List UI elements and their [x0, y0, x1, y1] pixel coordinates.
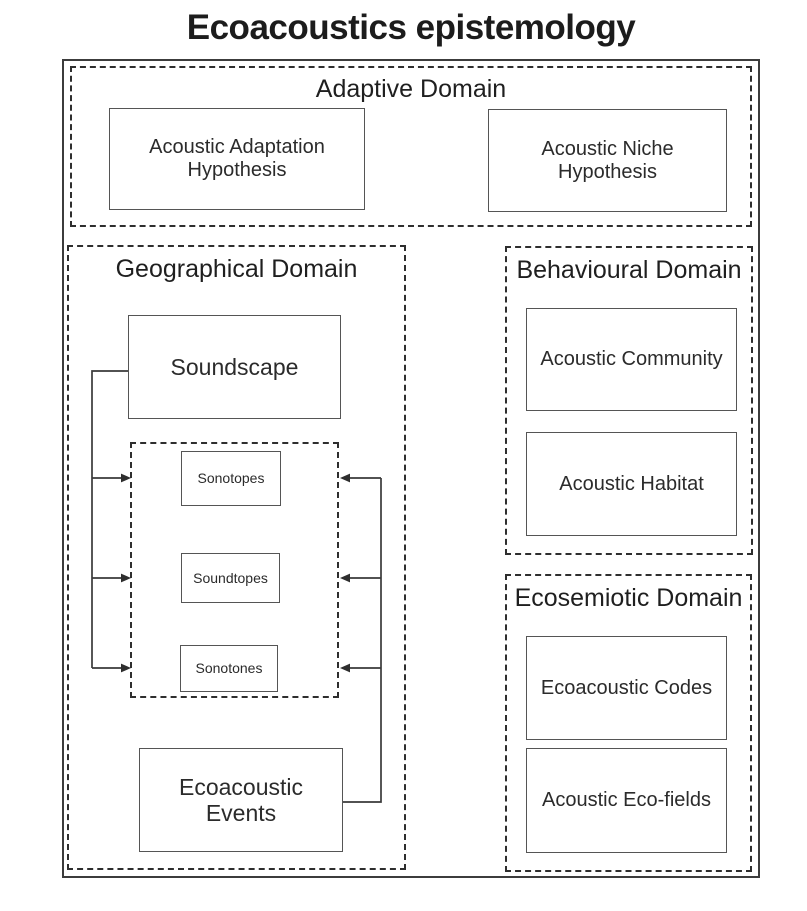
box-sonotopes: Sonotopes — [181, 451, 281, 506]
adaptive-domain-container: Adaptive Domain — [70, 66, 752, 227]
box-ecoacoustic-codes: Ecoacoustic Codes — [526, 636, 727, 740]
box-soundscape: Soundscape — [128, 315, 341, 419]
page-title: Ecoacoustics epistemology — [186, 8, 636, 47]
ecosemiotic-domain-container: Ecosemiotic Domain — [505, 574, 752, 872]
behavioural-domain-label: Behavioural Domain — [516, 256, 742, 284]
geographical-domain-container: Geographical Domain — [67, 245, 406, 870]
box-acoustic-community: Acoustic Community — [526, 308, 737, 411]
sonotope-group-container — [130, 442, 339, 698]
box-acoustic-niche-hypothesis: Acoustic Niche Hypothesis — [488, 109, 727, 212]
outer-frame — [62, 59, 760, 878]
ecosemiotic-domain-label: Ecosemiotic Domain — [514, 584, 743, 612]
box-acoustic-adaptation-hypothesis: Acoustic Adaptation Hypothesis — [109, 108, 365, 210]
box-ecoacoustic-events: Ecoacoustic Events — [139, 748, 343, 852]
box-sonotones: Sonotones — [180, 645, 278, 692]
box-acoustic-eco-fields: Acoustic Eco-fields — [526, 748, 727, 853]
adaptive-domain-label: Adaptive Domain — [315, 75, 507, 103]
behavioural-domain-container: Behavioural Domain — [505, 246, 753, 555]
box-soundtopes: Soundtopes — [181, 553, 280, 603]
box-acoustic-habitat: Acoustic Habitat — [526, 432, 737, 536]
geographical-domain-label: Geographical Domain — [115, 255, 358, 283]
